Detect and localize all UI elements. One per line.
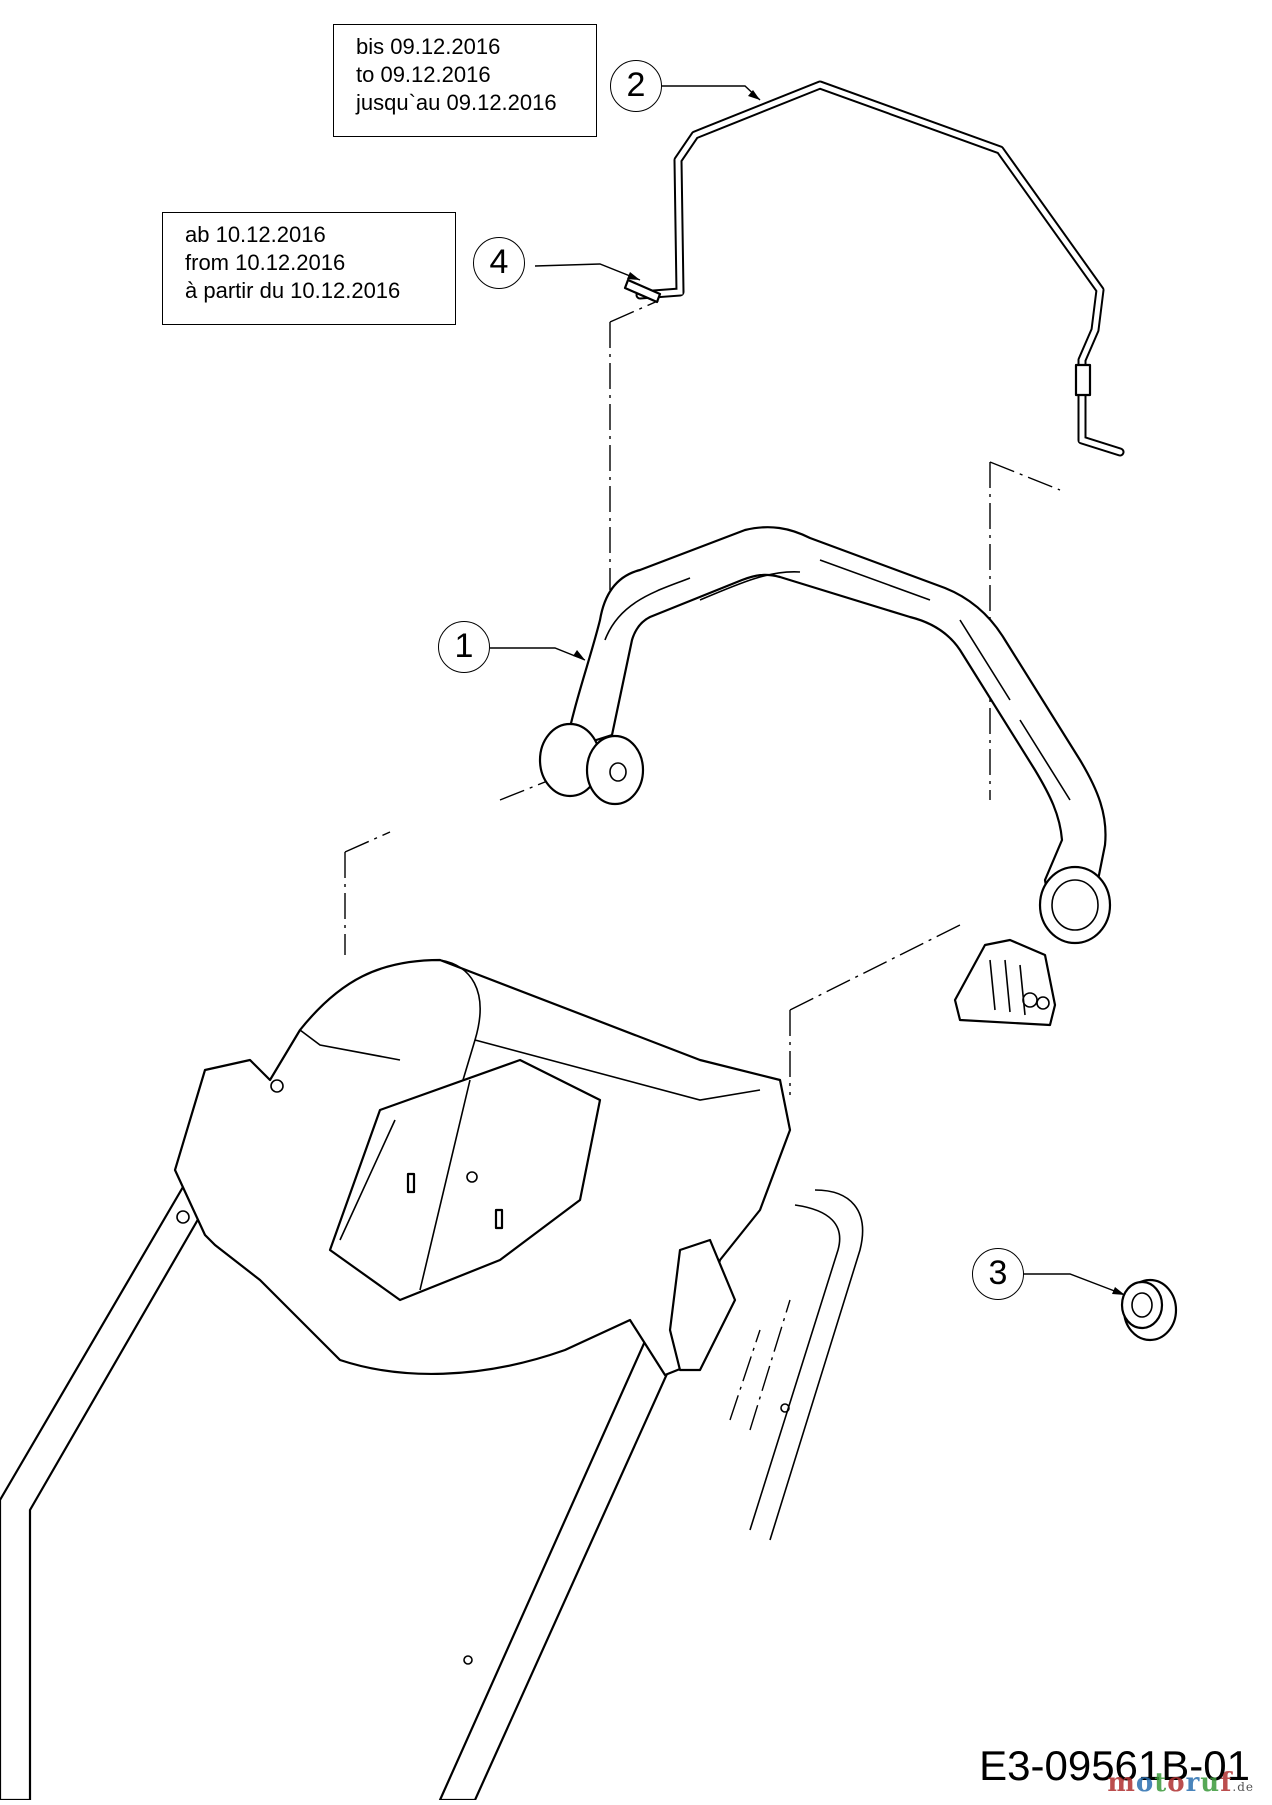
note-from-line-2: from 10.12.2016 — [185, 250, 346, 275]
leader-arrowheads — [573, 90, 1125, 1295]
watermark-brand: motoruf — [1107, 1768, 1233, 1798]
wire-handle-bar-drawing — [635, 80, 1125, 457]
note-from-line-3: à partir du 10.12.2016 — [185, 278, 401, 303]
drawing-code: E3-09561B-01 — [979, 1742, 1250, 1789]
note-until-line-2: to 09.12.2016 — [356, 62, 491, 87]
callout-1: 1 — [438, 621, 490, 673]
note-until-date: bis 09.12.2016 to 09.12.2016 jusqu`au 09… — [333, 24, 597, 137]
note-from-date: ab 10.12.2016 from 10.12.2016 à partir d… — [162, 212, 456, 325]
control-panel-housing-drawing — [173, 958, 792, 1377]
callout-3: 3 — [972, 1248, 1024, 1300]
watermark-logo: motoruf.de — [1107, 1768, 1254, 1798]
upper-handle-drawing — [538, 526, 1112, 1027]
wire-handle-bar-pin-drawing — [623, 278, 662, 304]
callout-4: 4 — [473, 237, 525, 289]
note-until-line-1: bis 09.12.2016 — [356, 34, 501, 59]
grommet-drawing — [1120, 1278, 1178, 1342]
watermark-tld: .de — [1232, 1780, 1254, 1794]
note-from-line-1: ab 10.12.2016 — [185, 222, 326, 247]
note-until-line-3: jusqu`au 09.12.2016 — [356, 90, 557, 115]
callout-2: 2 — [610, 60, 662, 112]
